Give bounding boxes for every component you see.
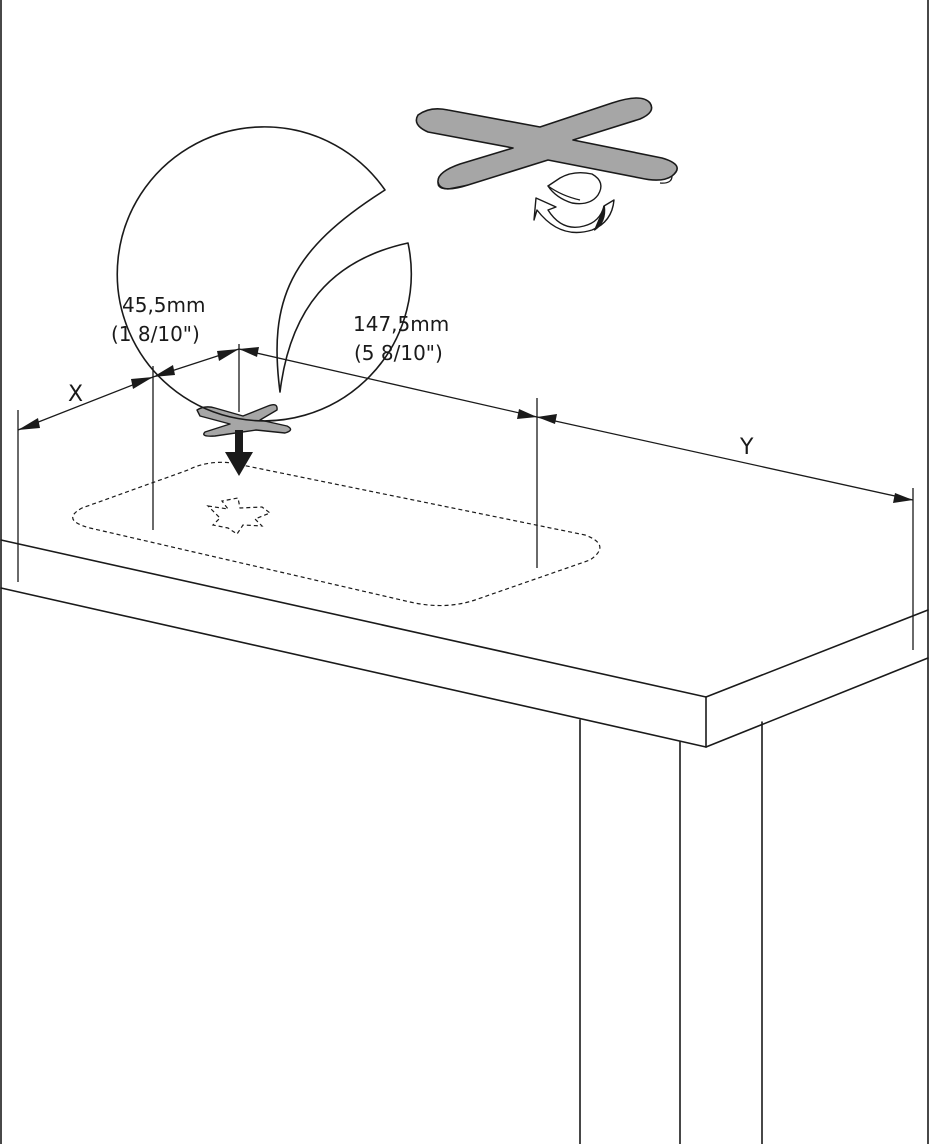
y-label: Y (739, 435, 754, 460)
x-label: X (68, 382, 83, 407)
span-mm-label: 147,5mm (353, 312, 449, 336)
peel-arrow-icon (533, 171, 615, 234)
cross-pad-icon (415, 97, 678, 190)
desk-top (0, 539, 929, 748)
offset-mm-label: 45,5mm (122, 293, 206, 317)
dimension-lines (17, 347, 914, 503)
reference-lines (17, 344, 914, 650)
desk-leg (579, 719, 763, 1144)
detail-callout (116, 126, 413, 422)
dimension-labels: X 45,5mm (1 8/10") 147,5mm (5 8/10") Y (68, 293, 754, 460)
down-arrow-icon (225, 430, 253, 476)
cross-pad-small (196, 403, 292, 437)
offset-in-label: (1 8/10") (111, 322, 200, 346)
device-outline (72, 461, 601, 607)
span-in-label: (5 8/10") (354, 341, 443, 365)
